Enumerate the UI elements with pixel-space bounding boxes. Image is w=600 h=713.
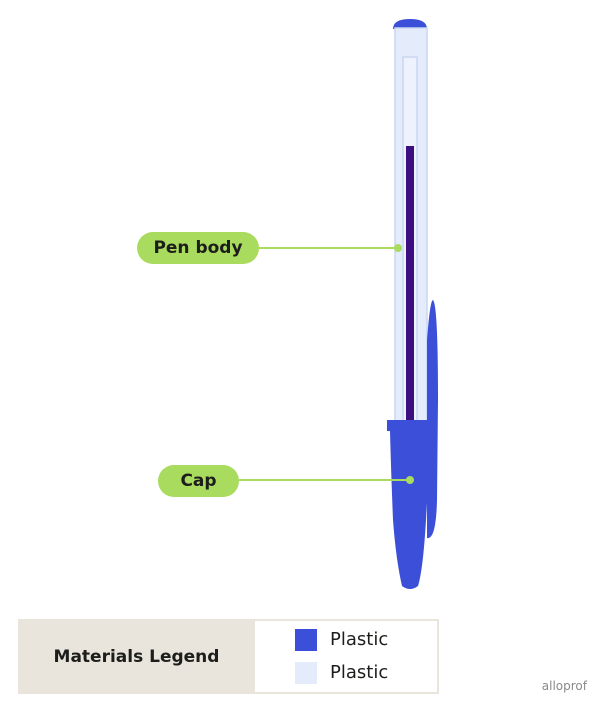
legend-item-label: Plastic bbox=[330, 662, 389, 683]
cap-body bbox=[390, 431, 431, 589]
cap-marker bbox=[406, 476, 414, 484]
pen-body-label: Pen body bbox=[137, 232, 259, 264]
legend-swatch bbox=[295, 661, 317, 684]
legend-item: Plastic bbox=[255, 656, 437, 689]
legend-swatch bbox=[295, 628, 317, 651]
cap-label: Cap bbox=[158, 465, 239, 497]
materials-legend: Materials Legend Plastic Plastic bbox=[18, 619, 439, 694]
pen-end-plug bbox=[393, 19, 427, 29]
ink bbox=[406, 146, 414, 424]
legend-item: Plastic bbox=[255, 623, 437, 656]
legend-item-label: Plastic bbox=[330, 629, 389, 650]
cap-clip bbox=[427, 300, 438, 539]
pen-body-marker bbox=[394, 244, 402, 252]
brand-logo: alloprof bbox=[541, 679, 587, 693]
cap-band bbox=[387, 420, 435, 431]
legend-title: Materials Legend bbox=[53, 646, 220, 667]
legend-items: Plastic Plastic bbox=[255, 621, 437, 692]
